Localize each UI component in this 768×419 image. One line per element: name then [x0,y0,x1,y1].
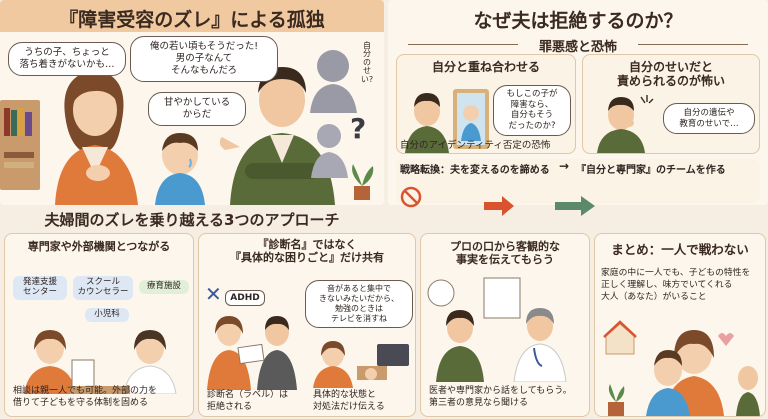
father-speech-bubble-2: 甘やかしている からだ [148,92,246,126]
summary-card: まとめ：一人で戦わない 家庭の中に一人でも、子どもの特性を 正しく理解し、味方で… [594,233,766,417]
strategy-text-1: 戦略転換：夫を変えるのを諦める [400,165,550,176]
plant-icon [352,164,374,200]
mother-speech-bubble: うちの子、ちょっと 落ち着きがないかも… [8,42,126,76]
reason-card-identity-bubble: もしこの子が 障害なら、 自分もそう だったのか? [493,85,571,136]
approach-card-2: 『診断名』ではなく 『具体的な困りごと』だけ共有 ✕ ADHD 音があると集中で… [198,233,416,417]
father-speech-bubble-1: 俺の若い頃もそうだった! 男の子なんて そんなもんだろ [130,36,278,82]
approach-card-3: プロの口から客観的な 事実を伝えてもらう 医者や専門家から話をしてもらう。 第三… [420,233,590,417]
bottom-left-header: 夫婦間のズレを乗り越える3つのアプローチ [0,207,384,231]
left-top-header-bar [0,0,384,32]
shadow-question-text: 自 分 の せい? [360,41,374,84]
question-mark: ? [350,112,367,145]
approach-3-title: プロの口から客観的な 事実を伝えてもらう [450,240,560,267]
approach-3-caption: 医者や専門家から話をしてもらう。 第三者の意見なら聞ける [429,386,572,408]
approach-2-caption-1: 診断名（ラベル）は 拒絶される [207,390,289,412]
green-arrow-icon [555,196,595,216]
strategy-arrow: → [559,159,570,173]
mother-figure [55,70,138,205]
left-top-title: 『障害受容のズレ』による孤独 [59,9,325,31]
strategy-bar: 戦略転換：夫を変えるのを諦める → 『自分と専門家』のチームを作る [396,159,760,203]
approach-2-bubble: 音があると集中で きないみたいだから、 勉強のときは テレビを消すね [305,280,413,328]
summary-title: まとめ：一人で戦わない [611,242,749,257]
doctor-consultation-scene [427,277,567,382]
strategy-text-2: 『自分と専門家』のチームを作る [576,165,726,176]
tag-therapy-facility: 療育施設 [139,280,189,294]
hug-scene [603,320,760,416]
mother-child-tv-scene [313,341,409,388]
subtitle-line-left [408,44,518,45]
approach-1-caption: 相談は親一人でも可能。外部の力を 借りて子どもを守る体制を固める [13,386,158,408]
adhd-label: ADHD [225,290,265,307]
approach-card-1: 専門家や外部機関とつながる 発達支援 センター スクール カウンセラー 療育施設… [4,233,194,417]
right-top-subtitle: 罪悪感と恐怖 [538,40,617,55]
reason-card-identity-caption: 自分のアイデンティティ否定の恐怖 [400,140,551,151]
tag-school-counselor: スクール カウンセラー [73,276,133,300]
reason-card-identity-title: 自分と重ね合わせる [431,60,540,74]
reason-card-blame-title: 自分のせいだと 責められるのが怖い [616,60,725,89]
man-with-mirror [405,89,489,153]
summary-text: 家庭の中に一人でも、子どもの特性を 正しく理解し、味方でいてくれる 大人（あなた… [601,268,751,302]
cross-icon: ✕ [205,282,222,306]
approach-2-caption-2: 具体的な状態と 対処法だけ伝える [313,390,385,412]
reason-card-blame-bubble: 自分の遺伝や 教育のせいで… [663,103,755,135]
approach-1-title: 専門家や外部機関とつながる [27,240,171,253]
right-top-title: なぜ夫は拒絶するのか？ [473,10,683,32]
reason-card-identity: 自分と重ね合わせる もしこの子が 障害なら、 自分もそう だったのか? [396,54,576,154]
red-arrow-icon [484,196,514,216]
shadow-figures [310,50,357,178]
rejected-label-scene [207,316,297,390]
child-figure [155,133,205,205]
right-top-panel: なぜ夫は拒絶するのか？ 罪悪感と恐怖 自分と重ね合わせる もしこの子が 障害なら… [388,0,768,205]
no-entry-icon [400,186,422,208]
worried-man [597,95,654,153]
tag-development-center: 発達支援 センター [13,276,67,300]
father-figure [220,67,335,205]
consultation-scene [24,330,177,394]
subtitle-line-right [638,44,748,45]
approach-2-title: 『診断名』ではなく 『具体的な困りごと』だけ共有 [230,238,384,265]
reason-card-blame: 自分のせいだと 責められるのが怖い 自分の遺伝や 教育のせいで… [582,54,760,154]
bookshelf [0,100,40,190]
left-top-panel: 『障害受容のズレ』による孤独 自 分 [0,0,384,205]
tag-pediatrics: 小児科 [85,308,129,322]
approaches-title: 夫婦間のズレを乗り越える3つのアプローチ [44,211,340,229]
